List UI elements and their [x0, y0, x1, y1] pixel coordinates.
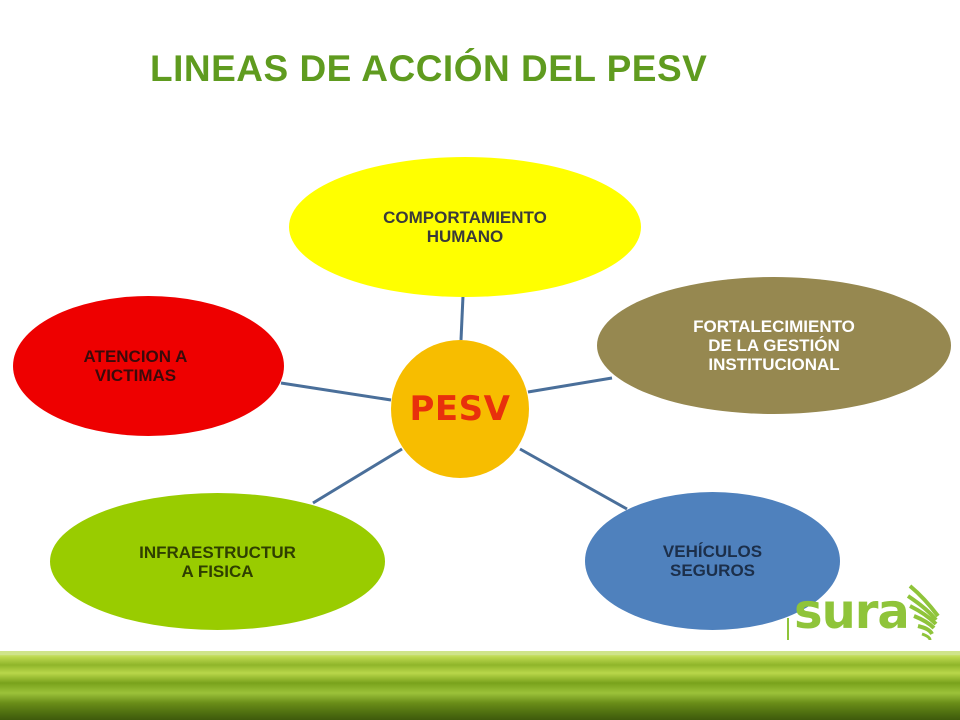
- connector-bottom-left: [312, 447, 403, 505]
- connector-top: [459, 295, 465, 341]
- slide-title: LINEAS DE ACCIÓN DEL PESV: [150, 48, 708, 89]
- node-br-line-1: VEHÍCULOS: [662, 542, 763, 561]
- node-atencion-victimas: ATENCION A VICTIMAS: [13, 296, 284, 436]
- node-bl-line-2: A FISICA: [181, 561, 254, 581]
- node-right-line-2: DE LA GESTIÓN: [708, 336, 840, 355]
- node-top-line-2: HUMANO: [426, 227, 504, 246]
- footer-decorative-bar: [0, 651, 960, 720]
- center-label: PESV: [409, 388, 511, 429]
- node-right-line-3: INSTITUCIONAL: [708, 355, 840, 374]
- node-top-line-1: COMPORTAMIENTO: [383, 208, 547, 227]
- connector-bottom-right: [519, 447, 628, 511]
- node-bl-line-1: INFRAESTRUCTUR: [139, 542, 296, 562]
- node-left-line-1: ATENCION A: [83, 347, 188, 366]
- sura-logo: sura: [782, 578, 952, 648]
- node-right-line-1: FORTALECIMIENTO: [693, 317, 855, 336]
- center-node-pesv: PESV: [391, 340, 529, 478]
- sura-logo-text: sura: [794, 584, 910, 640]
- node-comportamiento-humano: COMPORTAMIENTO HUMANO: [289, 157, 641, 297]
- node-vehiculos-seguros: VEHÍCULOS SEGUROS: [585, 492, 840, 630]
- node-left-line-2: VICTIMAS: [94, 366, 177, 385]
- node-fortalecimiento-gestion: FORTALECIMIENTO DE LA GESTIÓN INSTITUCIO…: [597, 277, 951, 414]
- connector-right: [527, 376, 613, 394]
- sura-leaf-icon: [787, 584, 940, 641]
- node-br-line-2: SEGUROS: [669, 561, 756, 580]
- connector-left: [280, 381, 392, 402]
- node-infraestructura-fisica: INFRAESTRUCTUR A FISICA: [50, 493, 385, 630]
